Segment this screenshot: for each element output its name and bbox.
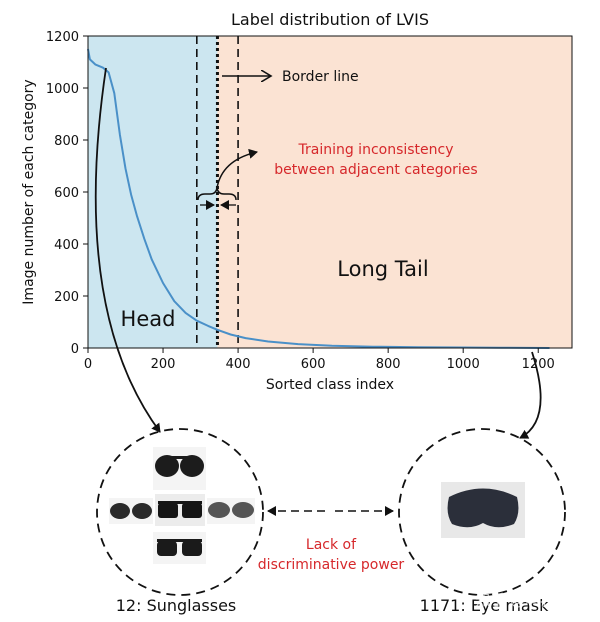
- x-tick-label: 0: [84, 357, 92, 372]
- y-tick-label: 200: [54, 290, 79, 305]
- sunglasses-images-icon: [109, 447, 255, 564]
- inconsistency-label-line2: between adjacent categories: [274, 162, 477, 178]
- y-tick-label: 1000: [46, 82, 79, 97]
- x-tick-label: 400: [226, 357, 251, 372]
- eye-mask-circle: [398, 428, 566, 596]
- eye-mask-image-icon: [441, 482, 525, 538]
- watermark: 知乎 @叫我小沛: [475, 591, 585, 609]
- x-tick-label: 800: [376, 357, 401, 372]
- long-tail-label: Long Tail: [337, 257, 428, 281]
- lack-label-line2: discriminative power: [258, 557, 405, 573]
- y-axis-label: Image number of each category: [21, 79, 37, 304]
- lack-label-line1: Lack of: [306, 537, 357, 553]
- y-tick-label: 400: [54, 238, 79, 253]
- series-curve-0: [87, 48, 550, 349]
- eye-mask-caption: 1171: Eye mask: [420, 596, 549, 615]
- sunglasses-circle: [96, 428, 264, 596]
- inconsistency-curve-arrow: [216, 148, 258, 189]
- y-tick-label: 0: [71, 342, 79, 357]
- region-long-tail: [217, 36, 572, 348]
- background-regions: [88, 36, 572, 348]
- region-head: [88, 36, 218, 348]
- x-tick-label: 1200: [522, 357, 555, 372]
- head-label: Head: [121, 307, 176, 331]
- boundary-lines: [196, 36, 239, 348]
- y-axis-ticks: 0 200 400 600 800 1000 1200: [46, 30, 88, 357]
- y-tick-label: 600: [54, 186, 79, 201]
- border-line-label: Border line: [282, 69, 359, 85]
- series-line: [87, 48, 550, 349]
- x-tick-label: 600: [301, 357, 326, 372]
- x-tick-label: 1000: [447, 357, 480, 372]
- sunglasses-caption: 12: Sunglasses: [116, 596, 237, 615]
- x-axis-label: Sorted class index: [266, 377, 394, 393]
- x-tick-label: 200: [151, 357, 176, 372]
- tail-example-arrow: [519, 351, 542, 439]
- head-example-arrow: [94, 67, 161, 433]
- x-axis-ticks: 0 200 400 600 800 1000 1200: [84, 348, 555, 372]
- inconsistency-label-line1: Training inconsistency: [297, 142, 453, 158]
- y-tick-label: 800: [54, 134, 79, 149]
- chart-title: Label distribution of LVIS: [231, 10, 429, 29]
- y-tick-label: 1200: [46, 30, 79, 45]
